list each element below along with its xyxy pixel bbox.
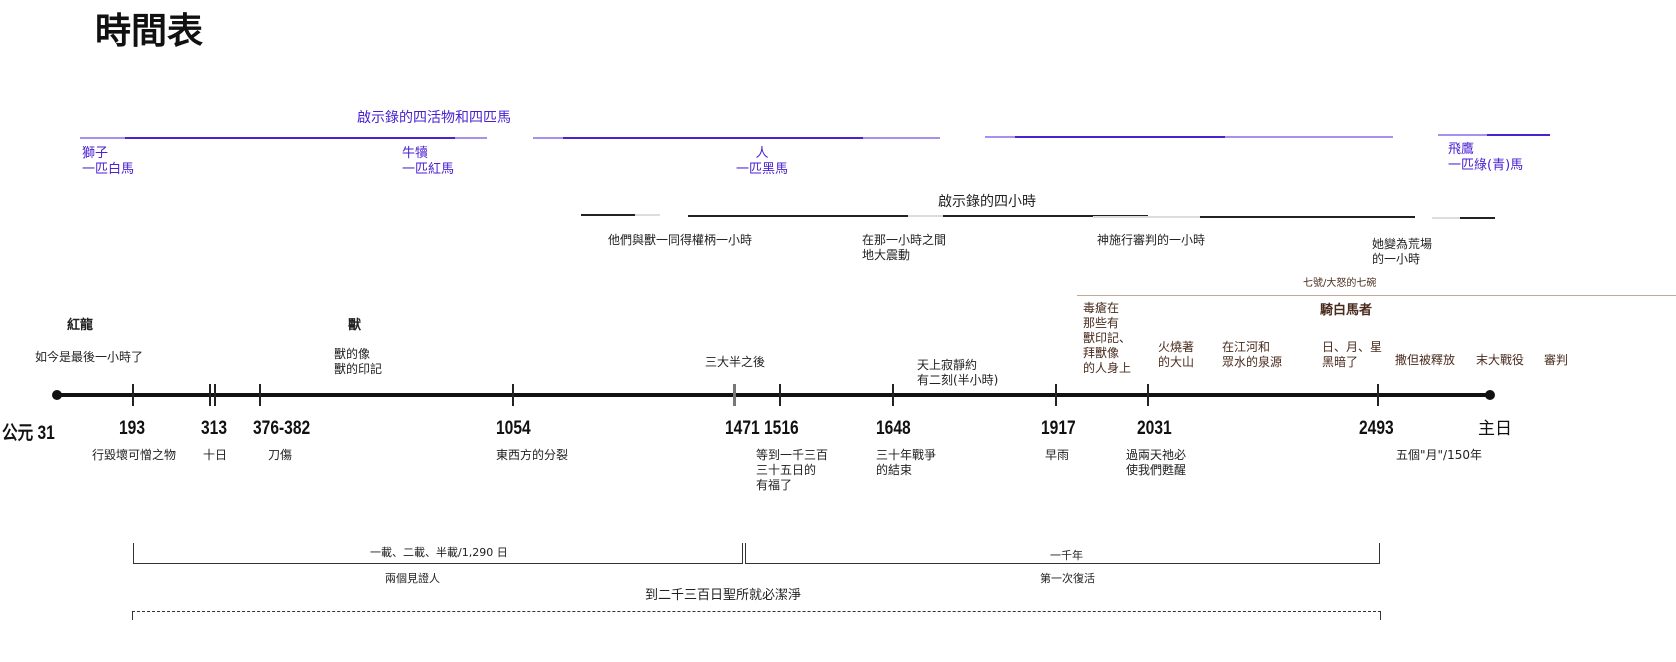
creature-period-line	[563, 137, 863, 139]
hour-line	[635, 214, 660, 216]
bowl-6: 末大戰役	[1476, 353, 1525, 367]
bowls-heading: 七號/大怒的七碗	[1303, 278, 1377, 289]
note-313: 十日	[203, 448, 228, 462]
bowl-7: 審判	[1544, 353, 1569, 367]
year-193: 193	[119, 418, 145, 439]
tick-313	[209, 384, 211, 406]
page-title: 時間表	[95, 11, 204, 52]
period-bracket-2300	[132, 611, 1381, 620]
creature-man: 人一匹黑馬	[736, 146, 789, 177]
tick-193	[132, 384, 134, 406]
note-2031: 過兩天祂必 使我們甦醒	[1126, 448, 1187, 477]
hour-line	[1460, 217, 1495, 219]
four-hours-heading: 啟示錄的四小時	[938, 194, 1036, 210]
bowl-5: 撒但被釋放	[1395, 353, 1456, 367]
tick-2031	[1147, 384, 1149, 406]
hour-line	[1093, 216, 1200, 218]
beast-note: 獸的像 獸的印記	[334, 347, 383, 376]
hour-line	[688, 215, 908, 217]
tick-313	[214, 384, 216, 406]
year-313: 313	[201, 418, 227, 439]
creature-period-line	[125, 137, 455, 139]
dragon-note: 如今是最後一小時了	[35, 350, 144, 364]
lords-day-label: 主日	[1478, 419, 1512, 439]
year-1516: 1516	[764, 418, 799, 439]
hour-line	[1200, 216, 1415, 218]
bowl-4: 日、月、星 黑暗了	[1322, 340, 1383, 369]
timeline-end-dot	[1485, 390, 1495, 400]
timeline-axis	[57, 393, 1490, 397]
two-witnesses-label: 兩個見證人	[385, 572, 440, 585]
year-1054: 1054	[496, 418, 531, 439]
tick-1054	[512, 384, 514, 406]
year-2031: 2031	[1137, 418, 1172, 439]
tick-376	[259, 384, 261, 406]
note-1648: 三十年戰爭 的結束	[876, 448, 937, 477]
beast-label: 獸	[348, 318, 362, 333]
tick-1917	[1055, 384, 1057, 406]
hour-line	[943, 215, 1148, 217]
year-31: 公元 31	[2, 423, 55, 444]
note-376: 刀傷	[268, 448, 293, 462]
period-1290-label: 一載、二載、半載/1,290 日	[370, 546, 508, 559]
rider-label: 騎白馬者	[1320, 303, 1373, 318]
creature-period-line	[1487, 134, 1550, 136]
sanctuary-cleansed-label: 到二千三百日聖所就必潔淨	[645, 588, 802, 603]
creature-eagle: 飛鷹一匹綠(青)馬	[1448, 142, 1524, 173]
tick-1471	[733, 384, 736, 406]
bowls-line	[1077, 295, 1676, 296]
note-1917: 早雨	[1045, 448, 1070, 462]
period-bracket-millennium	[745, 543, 1380, 564]
three-half-label: 三大半之後	[705, 355, 766, 369]
hour-line	[908, 215, 943, 217]
silence-label: 天上寂靜約 有二刻(半小時)	[917, 358, 999, 387]
hour-2-label: 在那一小時之間 地大震動	[862, 233, 947, 262]
hour-1-label: 他們與獸一同得權柄一小時	[608, 233, 753, 247]
timeline-start-dot	[52, 390, 62, 400]
millennium-label: 一千年	[1050, 549, 1083, 562]
creature-period-line	[1015, 136, 1225, 138]
bowl-3: 在江河和 眾水的泉源	[1222, 340, 1283, 369]
creature-calf: 牛犢一匹紅馬	[402, 146, 455, 177]
hour-line	[1432, 217, 1460, 219]
year-2493: 2493	[1359, 418, 1394, 439]
tick-1648	[892, 384, 894, 406]
year-1471: 1471	[725, 418, 760, 439]
bowl-1: 毒瘡在 那些有 獸印記、 拜獸像 的人身上	[1083, 301, 1132, 375]
hour-3-label: 神施行審判的一小時	[1097, 233, 1206, 247]
bowl-2: 火燒著 的大山	[1158, 340, 1195, 369]
living-creatures-heading: 啟示錄的四活物和四匹馬	[357, 110, 511, 126]
year-1917: 1917	[1041, 418, 1076, 439]
creature-lion: 獅子一匹白馬	[82, 146, 135, 177]
tick-2493	[1377, 384, 1379, 406]
note-2493: 五個"月"/150年	[1396, 448, 1482, 462]
note-1054: 東西方的分裂	[496, 448, 569, 462]
first-resurrection-label: 第一次復活	[1040, 572, 1095, 585]
year-1648: 1648	[876, 418, 911, 439]
hour-4-label: 她變為荒場 的一小時	[1372, 237, 1433, 266]
note-193: 行毀壞可憎之物	[92, 448, 177, 462]
red-dragon-label: 紅龍	[67, 318, 94, 333]
tick-1516	[779, 384, 781, 406]
period-bracket-1290	[133, 543, 743, 564]
note-1516: 等到一千三百 三十五日的 有福了	[756, 448, 829, 492]
hour-line	[581, 214, 635, 216]
year-376-382: 376-382	[253, 418, 311, 439]
